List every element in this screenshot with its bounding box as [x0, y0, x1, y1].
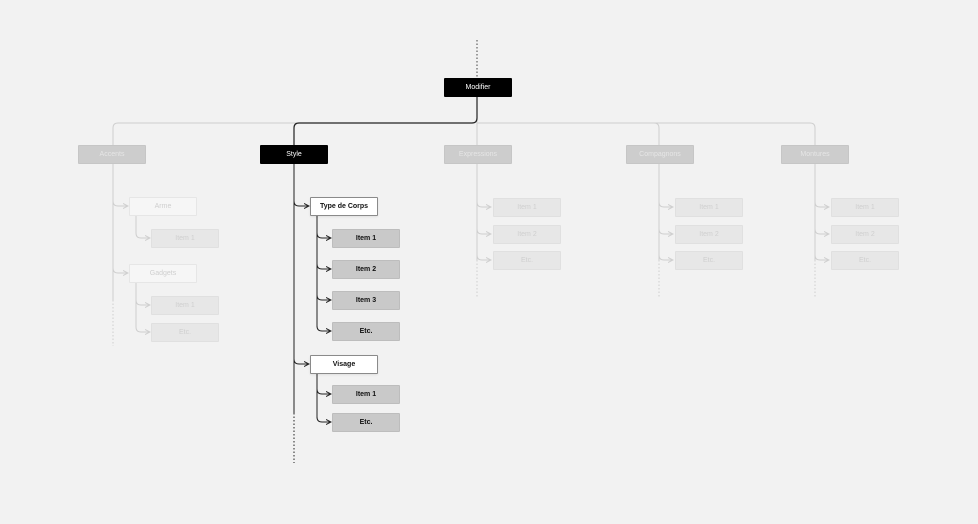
- arrow-compagnons-etc: [658, 254, 673, 260]
- compagnons-item[interactable]: Item 2: [675, 225, 743, 244]
- compagnons-item[interactable]: Etc.: [675, 251, 743, 270]
- arrow-corps-item-1: [316, 232, 331, 238]
- arrow-compagnons-item-2: [658, 228, 673, 234]
- arrow-type-de-corps: [293, 200, 309, 206]
- style-corps-item[interactable]: Etc.: [332, 322, 400, 341]
- category-expressions[interactable]: Expressions: [444, 145, 512, 164]
- accents-group-arme[interactable]: Arme: [129, 197, 197, 216]
- expressions-item[interactable]: Item 1: [493, 198, 561, 217]
- branch-line-compagnons: [477, 122, 660, 145]
- expressions-item[interactable]: Etc.: [493, 251, 561, 270]
- arrow-gadgets: [112, 267, 128, 273]
- style-group-type-de-corps[interactable]: Type de Corps: [310, 197, 378, 216]
- arrow-gadgets-etc: [135, 300, 150, 332]
- arrow-compagnons-item-1: [658, 201, 673, 207]
- arrow-arme: [112, 200, 128, 206]
- arrow-montures-item-2: [814, 228, 829, 234]
- arrow-visage: [293, 358, 309, 364]
- montures-item[interactable]: Item 2: [831, 225, 899, 244]
- style-corps-item[interactable]: Item 2: [332, 260, 400, 279]
- accents-gadgets-item[interactable]: Item 1: [151, 296, 219, 315]
- style-corps-item[interactable]: Item 1: [332, 229, 400, 248]
- compagnons-item[interactable]: Item 1: [675, 198, 743, 217]
- accents-group-gadgets[interactable]: Gadgets: [129, 264, 197, 283]
- branch-line-montures: [654, 122, 816, 145]
- arrow-corps-item-3: [316, 294, 331, 300]
- accents-gadgets-item[interactable]: Etc.: [151, 323, 219, 342]
- branch-line-style: [293, 97, 478, 145]
- category-style[interactable]: Style: [260, 145, 328, 164]
- arrow-expressions-item-1: [476, 201, 491, 207]
- category-montures[interactable]: Montures: [781, 145, 849, 164]
- branch-line-accents: [112, 97, 478, 145]
- arrow-visage-item-1: [316, 388, 331, 394]
- category-accents[interactable]: Accents: [78, 145, 146, 164]
- arrow-visage-etc: [316, 416, 331, 422]
- arrow-gadgets-item-1: [135, 282, 150, 305]
- root-node-modifier[interactable]: Modifier: [444, 78, 512, 97]
- arrow-corps-item-2: [316, 263, 331, 269]
- arrow-corps-etc: [316, 325, 331, 331]
- arrow-montures-etc: [814, 254, 829, 260]
- arrow-montures-item-1: [814, 201, 829, 207]
- style-corps-item[interactable]: Item 3: [332, 291, 400, 310]
- montures-item[interactable]: Item 1: [831, 198, 899, 217]
- category-compagnons[interactable]: Compagnons: [626, 145, 694, 164]
- arrow-expressions-item-2: [476, 228, 491, 234]
- arrow-arme-item-1: [135, 215, 150, 238]
- style-visage-item[interactable]: Etc.: [332, 413, 400, 432]
- expressions-item[interactable]: Item 2: [493, 225, 561, 244]
- arrow-expressions-etc: [476, 254, 491, 260]
- montures-item[interactable]: Etc.: [831, 251, 899, 270]
- style-group-visage[interactable]: Visage: [310, 355, 378, 374]
- accents-arme-item[interactable]: Item 1: [151, 229, 219, 248]
- style-visage-item[interactable]: Item 1: [332, 385, 400, 404]
